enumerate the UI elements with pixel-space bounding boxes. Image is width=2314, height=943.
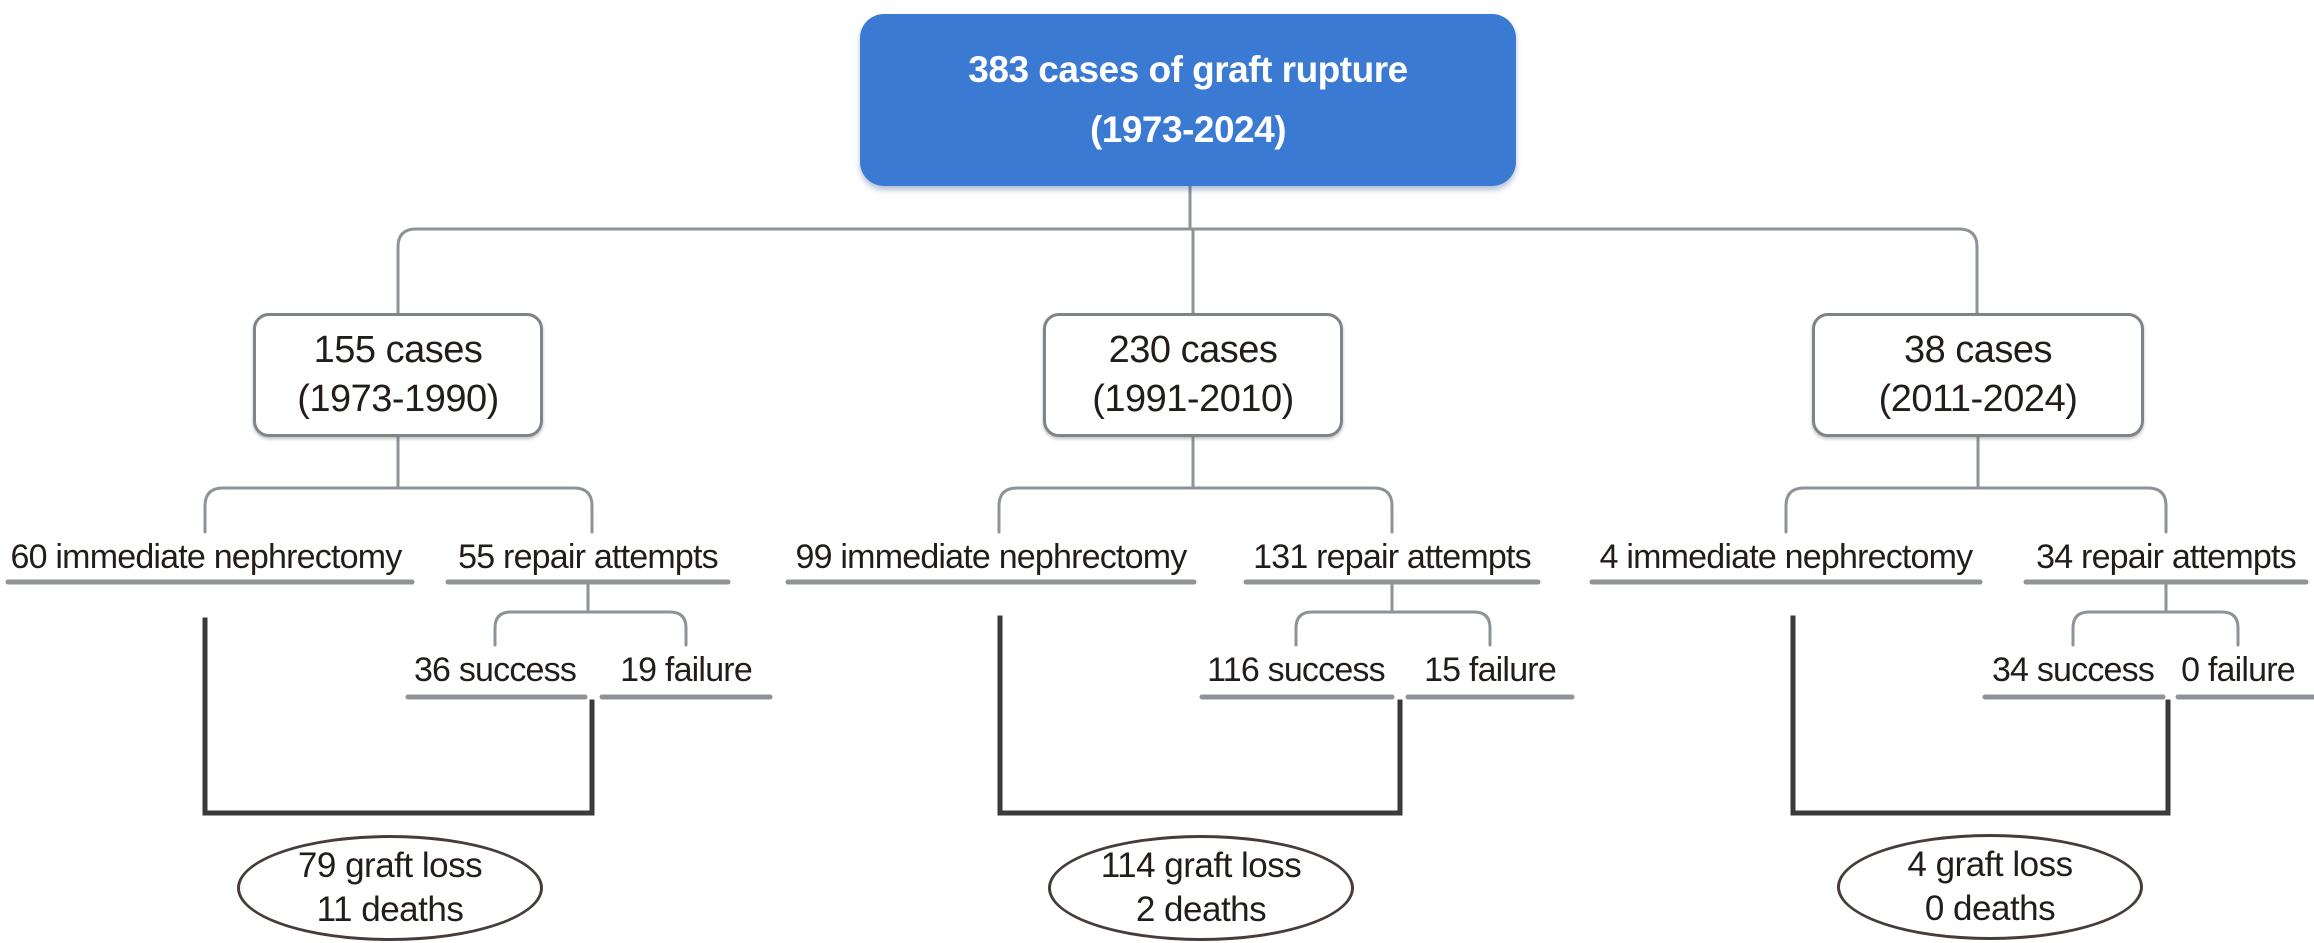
branch2-repair-split-bracket — [1294, 610, 1492, 647]
period-box-cases: 155 cases — [313, 329, 483, 371]
deaths-text: 11 deaths — [316, 890, 464, 929]
branch1-repair-split-bracket — [493, 610, 688, 647]
period-box-range: (1991-2010) — [1092, 378, 1294, 420]
deaths-text: 0 deaths — [1924, 889, 2056, 928]
period-box-1973-1990: 155 cases (1973-1990) — [253, 313, 543, 437]
branch3-repair-label: 34 repair attempts — [2036, 538, 2296, 576]
branch1-failure-label: 19 failure — [620, 651, 753, 689]
branch3-repair-split-bracket — [2071, 610, 2240, 647]
root-box-period: (1973-2024) — [1089, 109, 1287, 150]
collector-brackets — [202, 615, 2171, 816]
branch1-split-bracket — [203, 486, 594, 534]
root-box-title: 383 cases of graft rupture — [968, 49, 1408, 90]
branch2-failure-label: 15 failure — [1424, 651, 1557, 689]
root-box: 383 cases of graft rupture (1973-2024) — [860, 14, 1516, 186]
branch2-collector-bracket — [997, 615, 1403, 816]
branch3-failure-label: 0 failure — [2181, 651, 2296, 689]
graft-loss-text: 4 graft loss — [1907, 845, 2073, 884]
branch1-success-label: 36 success — [413, 651, 577, 689]
branch2-nephrectomy-label: 99 immediate nephrectomy — [795, 538, 1188, 576]
branch2-split-bracket — [997, 486, 1394, 534]
branch1-nephrectomy-label: 60 immediate nephrectomy — [10, 538, 403, 576]
branch2-repair-label: 131 repair attempts — [1253, 538, 1532, 576]
branch3-nephrectomy-label: 4 immediate nephrectomy — [1599, 538, 1974, 576]
branch2-success-label: 116 success — [1207, 651, 1385, 689]
period-box-range: (2011-2024) — [1878, 378, 2078, 420]
label-underlines — [5, 579, 2314, 700]
period-box-cases: 38 cases — [1903, 329, 2053, 371]
branch1-outcome-ellipse: 79 graft loss 11 deaths — [237, 835, 543, 941]
period-box-range: (1973-1990) — [297, 378, 499, 420]
period-box-1991-2010: 230 cases (1991-2010) — [1043, 313, 1343, 437]
branch1-repair-label: 55 repair attempts — [458, 538, 718, 576]
root-split-bracket — [396, 227, 1979, 315]
branch3-outcome-ellipse: 4 graft loss 0 deaths — [1837, 834, 2143, 940]
period-box-cases: 230 cases — [1108, 329, 1278, 371]
graft-loss-text: 79 graft loss — [297, 846, 483, 885]
branch1-collector-bracket — [202, 617, 595, 816]
period-box-2011-2024: 38 cases (2011-2024) — [1812, 313, 2144, 437]
gray-connectors — [203, 184, 2240, 647]
branch3-success-label: 34 success — [1991, 651, 2155, 689]
branch3-split-bracket — [1784, 486, 2168, 534]
branch3-collector-bracket — [1790, 615, 2171, 816]
graft-loss-text: 114 graft loss — [1100, 846, 1302, 885]
deaths-text: 2 deaths — [1135, 890, 1267, 929]
branch2-outcome-ellipse: 114 graft loss 2 deaths — [1048, 835, 1354, 941]
